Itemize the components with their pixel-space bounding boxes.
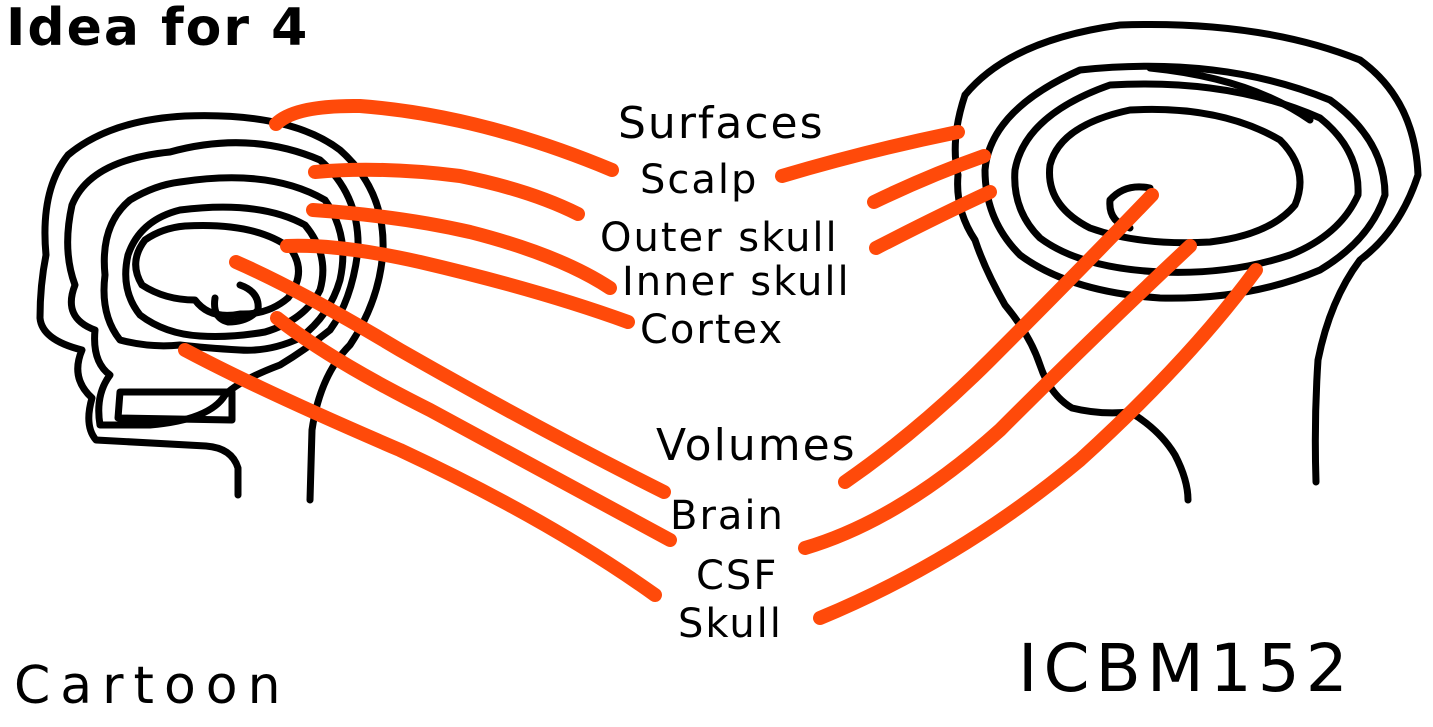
- icbm152-head: [951, 20, 1422, 504]
- volume-label-skull: Skull: [678, 601, 783, 647]
- icbm152-label: ICBM152: [1018, 630, 1354, 707]
- icbm-face-outline: [951, 91, 1192, 504]
- cartoon-scalp-contour: [64, 139, 362, 429]
- surface-label-scalp: Scalp: [640, 157, 759, 203]
- connector-icbm-scalp: [775, 125, 965, 183]
- cartoon-inner-skull-contour: [122, 203, 327, 340]
- connector-cartoon-inner-skull: [306, 203, 617, 295]
- cartoon-cerebellum: [211, 281, 262, 326]
- volumes-heading: Volumes: [656, 420, 857, 471]
- cartoon-label: Cartoon: [14, 656, 291, 716]
- connector-cartoon-brain: [229, 255, 671, 499]
- icbm-inner-skull-ring: [1046, 105, 1304, 247]
- surface-label-outer-skull: Outer skull: [600, 215, 839, 261]
- connector-lines: [178, 98, 1263, 625]
- connector-icbm-outer-skull: [867, 149, 991, 209]
- connector-icbm-inner-skull: [869, 185, 997, 255]
- icbm-inner-skull-contour: [1146, 64, 1314, 124]
- connector-icbm-csf: [798, 239, 1197, 555]
- connector-icbm-brain: [838, 188, 1159, 489]
- page-title: Idea for 4: [6, 0, 310, 58]
- connector-cartoon-scalp: [269, 98, 619, 177]
- cartoon-outer-outline: [36, 112, 387, 504]
- cartoon-outer-skull-contour: [100, 174, 347, 354]
- surfaces-heading: Surfaces: [618, 98, 825, 149]
- cartoon-jaw: [114, 388, 236, 424]
- connector-cartoon-cortex: [280, 238, 635, 329]
- connector-icbm-skull: [813, 263, 1263, 625]
- icbm-head-outline: [961, 20, 1422, 486]
- icbm-scalp-contour: [981, 62, 1389, 302]
- surface-label-inner-skull: Inner skull: [622, 259, 851, 305]
- connector-cartoon-outer-skull: [308, 162, 585, 221]
- connector-cartoon-skull: [178, 343, 662, 602]
- surface-label-cortex: Cortex: [640, 307, 785, 353]
- icbm-outer-skull-contour: [1011, 80, 1362, 276]
- volume-label-csf: CSF: [696, 553, 779, 599]
- volume-label-brain: Brain: [670, 493, 785, 539]
- connector-cartoon-csf: [270, 311, 677, 547]
